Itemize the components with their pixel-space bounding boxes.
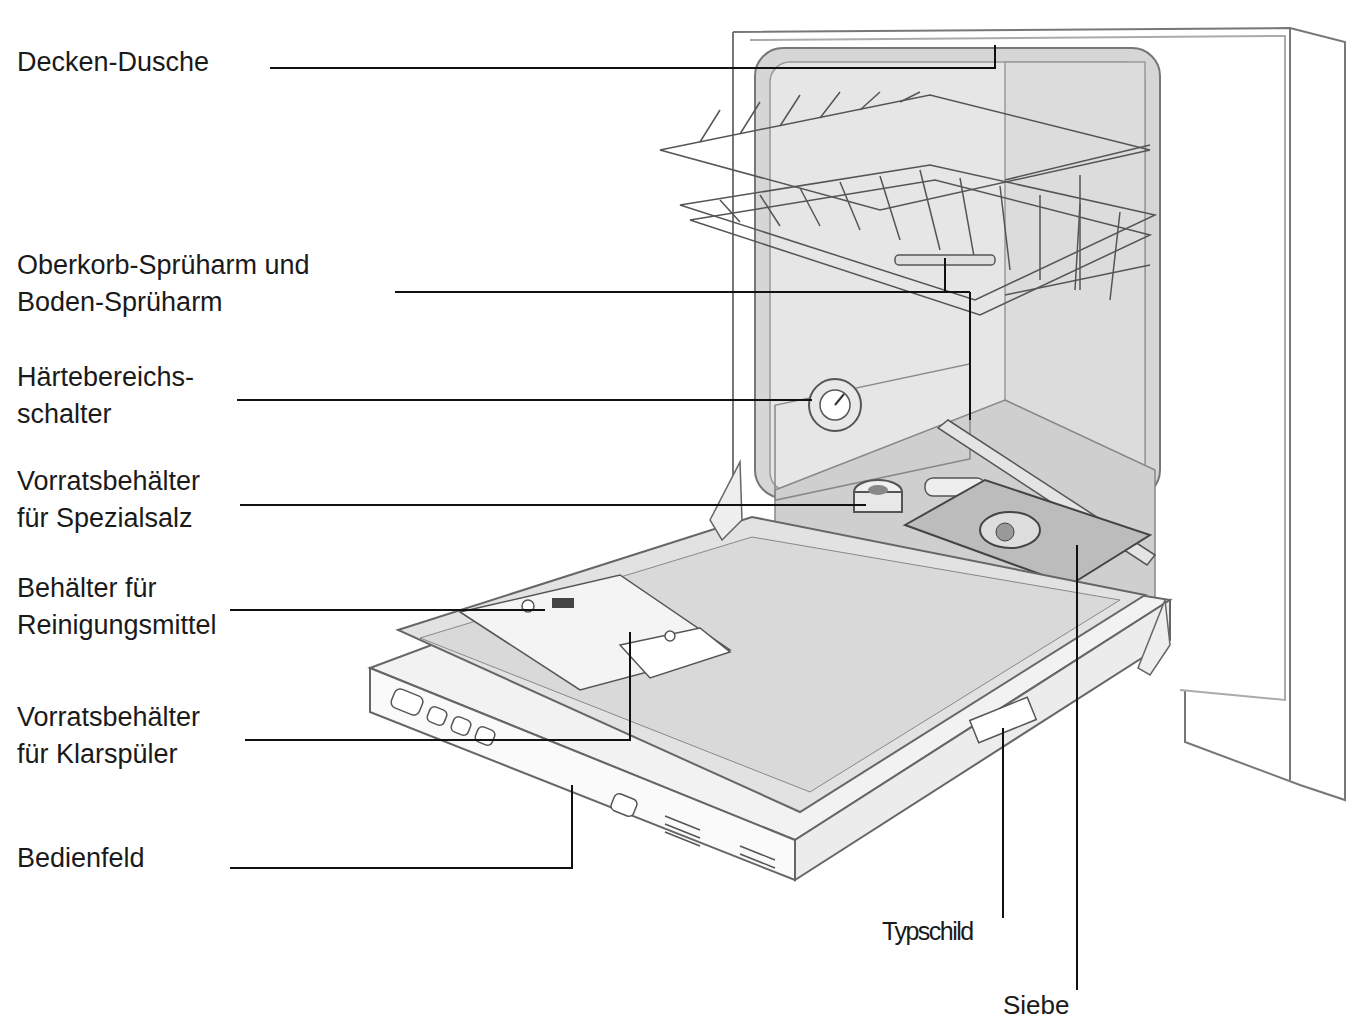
part-label: Behälter für Reinigungsmittel — [17, 570, 257, 644]
part-label: Decken-Dusche — [17, 44, 277, 81]
basket-rail — [1005, 145, 1150, 295]
sieve-cylinder — [980, 512, 1040, 548]
control-button — [450, 715, 473, 737]
part-label: Bedienfeld — [17, 840, 227, 877]
part-label: Vorratsbehälter für Spezialsalz — [17, 463, 239, 537]
leader-line — [270, 45, 995, 68]
tub-right-wall — [1005, 62, 1145, 470]
hinge-right — [1138, 600, 1170, 675]
basket-bottom — [690, 180, 1150, 315]
leader-line — [395, 258, 970, 420]
part-label: Härtebereichs- schalter — [17, 359, 237, 433]
control-button — [610, 792, 639, 818]
indicator-lines — [665, 816, 775, 868]
leader-line — [1076, 545, 1078, 990]
dispenser-icon — [552, 598, 574, 608]
leader-line — [230, 609, 545, 611]
part-label: Typschild — [882, 915, 1002, 947]
dial-ring — [809, 379, 861, 431]
part-label: Vorratsbehälter für Klarspüler — [17, 699, 239, 773]
salt-opening — [868, 485, 888, 495]
cutlery-tines — [700, 92, 920, 142]
leader-line — [1002, 728, 1004, 918]
upper-basket — [660, 92, 1155, 315]
rinse-indicator — [665, 631, 675, 641]
leader-line — [230, 785, 572, 868]
door — [370, 462, 1170, 880]
door-front-strip — [370, 668, 795, 880]
hinge-left — [710, 462, 742, 540]
control-button — [474, 725, 497, 747]
part-label: Siebe — [1003, 988, 1093, 1022]
dispenser — [460, 575, 730, 690]
leader-line — [237, 399, 812, 401]
door-side-strip — [795, 600, 1170, 880]
leader-line — [240, 504, 866, 506]
basket-frame — [680, 165, 1155, 300]
dial-pointer — [835, 394, 844, 405]
basket-wires — [720, 170, 1120, 300]
dial-knob — [820, 390, 850, 420]
leader-lines — [230, 45, 1077, 990]
control-buttons — [389, 687, 775, 868]
hardness-dial — [809, 379, 861, 431]
sieve-center — [996, 523, 1014, 541]
leader-line — [245, 632, 630, 740]
dispenser-lid — [620, 628, 730, 678]
control-button — [389, 687, 424, 717]
salt-container — [854, 480, 902, 512]
part-label: Oberkorb-Sprüharm und Boden-Sprüharm — [17, 247, 362, 321]
cutlery-rack — [660, 95, 1150, 210]
dispenser-body — [460, 575, 730, 690]
control-button — [426, 705, 449, 727]
